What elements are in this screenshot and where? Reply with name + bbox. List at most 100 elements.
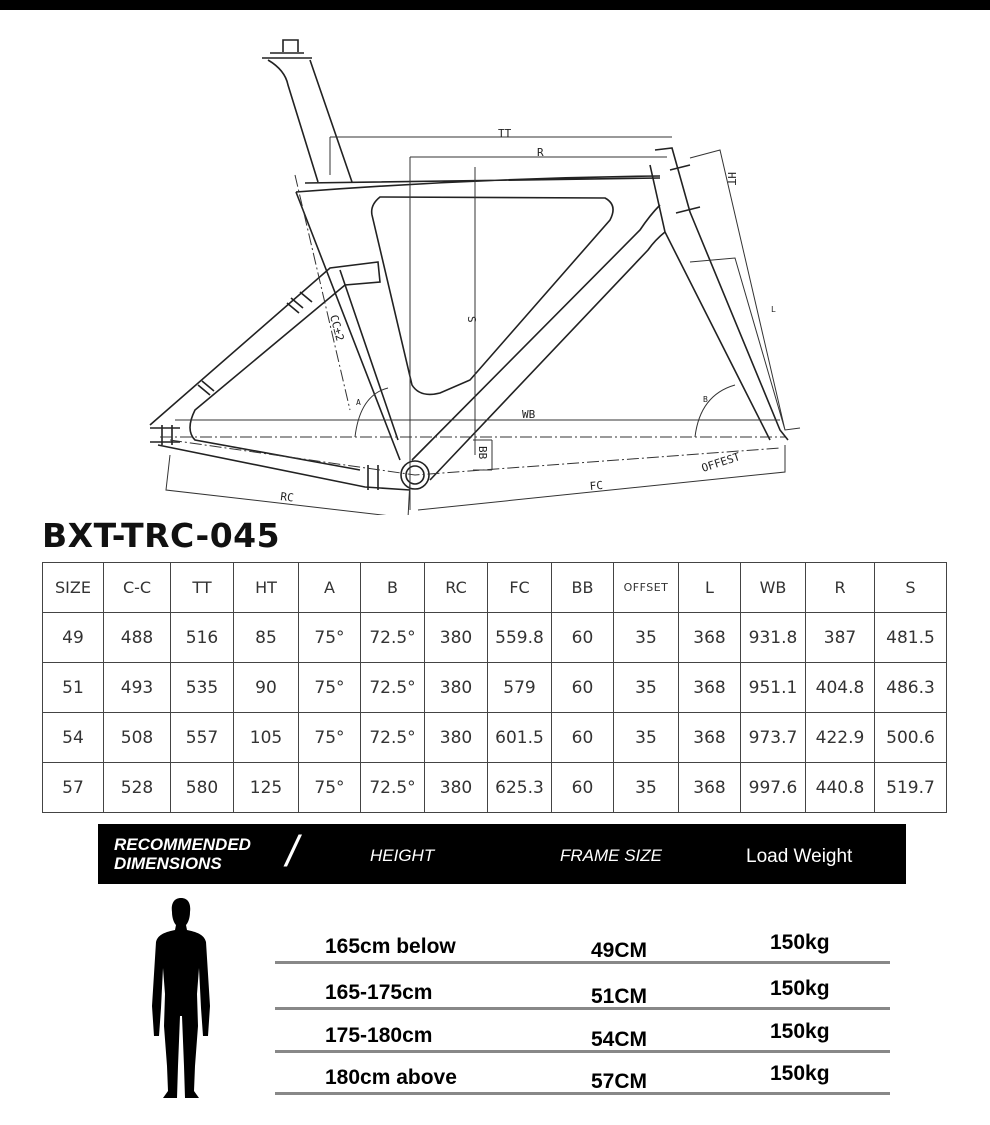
recommended-title: RECOMMENDED DIMENSIONS — [114, 835, 251, 873]
table-cell: 75° — [298, 662, 361, 713]
table-cell: 493 — [103, 662, 171, 713]
table-cell: 380 — [424, 762, 488, 813]
table-cell: 380 — [424, 662, 488, 713]
table-cell: 404.8 — [805, 662, 875, 713]
recommended-weight: 150kg — [770, 1062, 830, 1085]
table-cell: 580 — [170, 762, 234, 813]
recommended-frame: 49CM — [591, 939, 648, 962]
label-cc: CC±2 — [327, 313, 346, 342]
label-ht: HT — [725, 172, 738, 186]
table-cell: 72.5° — [360, 612, 425, 663]
table-cell: 528 — [103, 762, 171, 813]
col-load-weight: Load Weight — [746, 846, 853, 867]
column-header: SIZE — [42, 562, 104, 613]
table-cell: 60 — [551, 662, 614, 713]
table-cell: 75° — [298, 762, 361, 813]
table-cell: 368 — [678, 612, 741, 663]
recommended-height: 165-175cm — [325, 981, 433, 1004]
seat-tube — [295, 191, 401, 461]
label-wb: WB — [522, 408, 536, 421]
title-line1: RECOMMENDED — [114, 835, 251, 854]
label-r: R — [537, 146, 544, 159]
table-cell: 973.7 — [740, 712, 806, 763]
column-header: WB — [740, 562, 806, 613]
recommended-dimensions-header: RECOMMENDED DIMENSIONS / HEIGHT FRAME SI… — [98, 824, 906, 884]
recommended-frame: 54CM — [591, 1028, 648, 1051]
model-title: BXT-TRC-045 — [42, 516, 281, 555]
table-cell: 387 — [805, 612, 875, 663]
table-cell: 625.3 — [487, 762, 552, 813]
table-cell: 49 — [42, 612, 104, 663]
column-header: S — [874, 562, 947, 613]
top-band — [0, 0, 990, 10]
table-cell: 368 — [678, 662, 741, 713]
table-cell: 488 — [103, 612, 171, 663]
recommended-row: 175-180cm 54CM 150kg — [275, 1010, 890, 1053]
label-a: A — [356, 398, 361, 407]
table-cell: 380 — [424, 712, 488, 763]
table-cell: 519.7 — [874, 762, 947, 813]
label-s: S — [465, 316, 478, 323]
column-header: FC — [487, 562, 552, 613]
table-cell: 60 — [551, 762, 614, 813]
table-cell: 85 — [233, 612, 299, 663]
label-bb: BB — [476, 446, 489, 460]
table-cell: 75° — [298, 612, 361, 663]
table-cell: 54 — [42, 712, 104, 763]
frame-outline — [149, 39, 789, 491]
column-header: R — [805, 562, 875, 613]
table-cell: 601.5 — [487, 712, 552, 763]
table-cell: 516 — [170, 612, 234, 663]
table-cell: 508 — [103, 712, 171, 763]
recommended-weight: 150kg — [770, 931, 830, 954]
label-l: L — [771, 305, 776, 314]
column-header: RC — [424, 562, 488, 613]
table-cell: 75° — [298, 712, 361, 763]
column-header: OFFSET — [613, 562, 679, 613]
label-offset: OFFEST — [700, 450, 742, 475]
recommended-frame: 51CM — [591, 985, 648, 1008]
table-cell: 125 — [233, 762, 299, 813]
column-header: HT — [233, 562, 299, 613]
column-header: L — [678, 562, 741, 613]
table-cell: 422.9 — [805, 712, 875, 763]
label-fc: FC — [589, 479, 603, 493]
recommended-height: 180cm above — [325, 1066, 457, 1089]
table-cell: 105 — [233, 712, 299, 763]
recommended-weight: 150kg — [770, 977, 830, 1000]
table-cell: 35 — [613, 662, 679, 713]
table-cell: 72.5° — [360, 662, 425, 713]
frame-geometry-drawing: TT R HT S CC±2 A B L WB BB RC FC OFFEST — [149, 39, 801, 515]
divider-slash: / — [286, 827, 299, 876]
recommended-height: 175-180cm — [325, 1024, 433, 1047]
table-cell: 51 — [42, 662, 104, 713]
table-cell: 579 — [487, 662, 552, 713]
top-tube — [295, 175, 661, 193]
table-cell: 440.8 — [805, 762, 875, 813]
col-height: HEIGHT — [370, 846, 435, 865]
table-cell: 951.1 — [740, 662, 806, 713]
saddle-clamp — [262, 39, 312, 59]
frame-window — [370, 196, 614, 396]
table-cell: 559.8 — [487, 612, 552, 663]
table-cell: 486.3 — [874, 662, 947, 713]
table-cell: 60 — [551, 712, 614, 763]
recommended-weight: 150kg — [770, 1020, 830, 1043]
recommended-height: 165cm below — [325, 935, 456, 958]
column-header: A — [298, 562, 361, 613]
table-cell: 368 — [678, 762, 741, 813]
head-tube-fork — [649, 147, 789, 441]
table-cell: 72.5° — [360, 762, 425, 813]
table-cell: 557 — [170, 712, 234, 763]
dimension-labels: TT R HT S CC±2 A B L WB BB RC FC OFFEST — [280, 127, 776, 505]
column-header: B — [360, 562, 425, 613]
table-cell: 57 — [42, 762, 104, 813]
recommended-row: 165-175cm 51CM 150kg — [275, 967, 890, 1010]
table-cell: 380 — [424, 612, 488, 663]
